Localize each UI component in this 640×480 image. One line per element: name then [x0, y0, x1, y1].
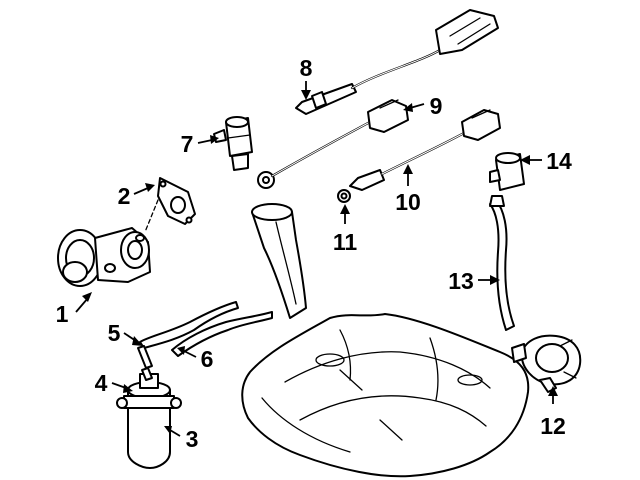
oxygen-sensor-lower — [337, 109, 501, 203]
callout-7-label: 7 — [181, 131, 194, 157]
callout-3: 3 — [164, 426, 198, 452]
callout-14-label: 14 — [546, 148, 572, 174]
callout-3-label: 3 — [186, 426, 199, 452]
callout-9: 9 — [403, 93, 442, 119]
callout-1-label: 1 — [56, 301, 69, 327]
vapor-canister — [116, 373, 182, 469]
callout-11: 11 — [333, 204, 358, 255]
callout-13-label: 13 — [448, 268, 474, 294]
vapor-hoses — [137, 301, 273, 381]
callout-11-label: 11 — [333, 229, 358, 255]
callout-1: 1 — [56, 292, 92, 327]
knock-sensor — [257, 99, 409, 189]
callout-6-label: 6 — [201, 346, 214, 372]
callout-8: 8 — [300, 55, 313, 100]
filler-neck — [251, 203, 307, 319]
callout-12: 12 — [540, 386, 566, 439]
callout-14: 14 — [520, 148, 572, 174]
callout-5-label: 5 — [108, 320, 121, 346]
callout-5: 5 — [108, 320, 143, 346]
fuel-tank — [241, 313, 530, 478]
callout-2: 2 — [118, 183, 155, 209]
callout-6: 6 — [177, 346, 213, 372]
callout-2-label: 2 — [118, 183, 131, 209]
egr-gasket — [144, 177, 196, 233]
leak-detection-pump — [511, 334, 582, 393]
callout-4-label: 4 — [95, 370, 108, 396]
callout-4: 4 — [95, 370, 133, 396]
callout-10-label: 10 — [395, 189, 421, 215]
solenoid-valve — [213, 116, 253, 171]
egr-valve — [57, 227, 151, 287]
oxygen-sensor-upper — [295, 9, 499, 115]
pressure-sensor — [489, 152, 525, 191]
vacuum-hose — [489, 195, 515, 331]
callout-8-label: 8 — [300, 55, 313, 81]
callout-10: 10 — [395, 164, 421, 215]
callout-7: 7 — [181, 131, 219, 157]
callout-9-label: 9 — [430, 93, 443, 119]
callout-12-label: 12 — [540, 413, 566, 439]
callout-13: 13 — [448, 268, 500, 294]
